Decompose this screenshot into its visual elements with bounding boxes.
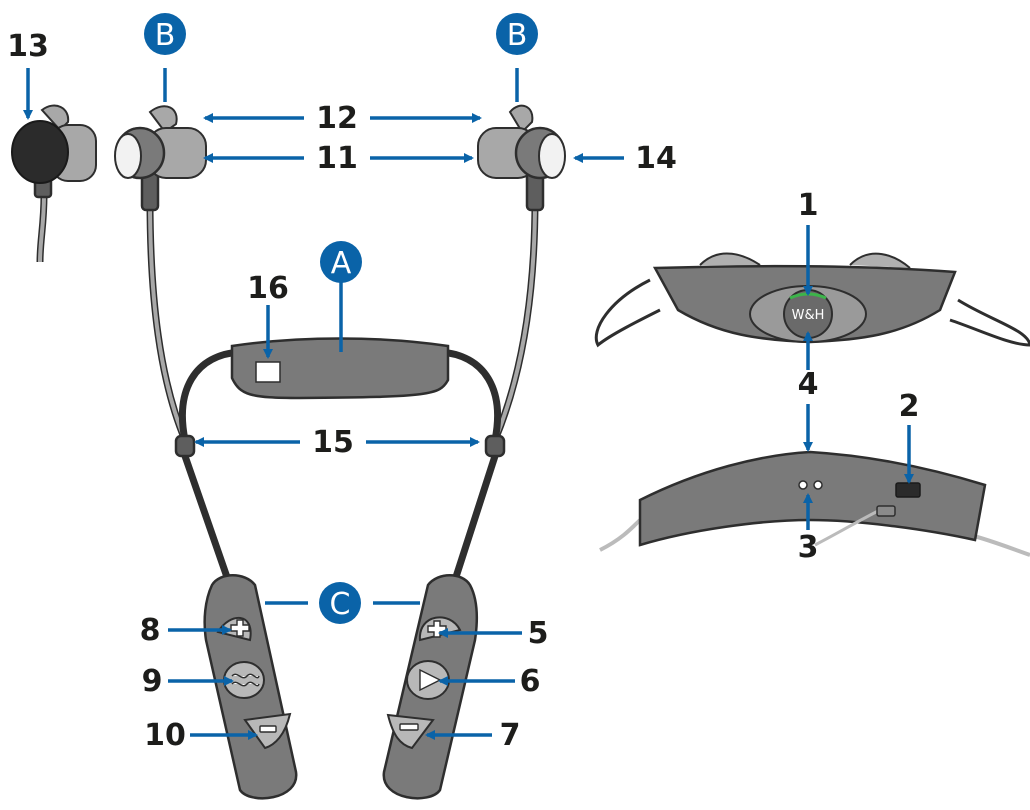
left-remote bbox=[205, 575, 297, 798]
ear-cap bbox=[539, 134, 565, 178]
label-12: 12 bbox=[316, 101, 358, 136]
ear-cap bbox=[115, 134, 141, 178]
label-2: 2 bbox=[899, 389, 920, 424]
right-cable-slider bbox=[486, 436, 504, 456]
brand-logo: W&H bbox=[792, 308, 825, 323]
badge-c-text: C bbox=[330, 587, 351, 622]
microphone-hole bbox=[799, 481, 807, 489]
label-15: 15 bbox=[312, 425, 354, 460]
badge-b-right-text: B bbox=[507, 18, 528, 53]
label-6: 6 bbox=[520, 664, 541, 699]
label-14: 14 bbox=[635, 141, 677, 176]
label-9: 9 bbox=[142, 664, 163, 699]
label-11: 11 bbox=[316, 141, 358, 176]
neckband-top-view: W&H bbox=[596, 253, 1030, 345]
badge-a-text: A bbox=[331, 246, 352, 281]
badge-b-left-text: B bbox=[155, 18, 176, 53]
label-4: 4 bbox=[798, 367, 819, 402]
microphone-hole bbox=[814, 481, 822, 489]
right-remote bbox=[384, 575, 477, 798]
left-earbud bbox=[115, 106, 206, 440]
usb-port bbox=[896, 483, 920, 497]
badge-b-right: B bbox=[496, 13, 538, 55]
label-3: 3 bbox=[798, 530, 819, 565]
label-10: 10 bbox=[144, 718, 186, 753]
label-13: 13 bbox=[7, 29, 49, 64]
spare-earbud bbox=[12, 106, 96, 262]
badge-c: C bbox=[319, 582, 361, 624]
left-cable-slider bbox=[176, 436, 194, 456]
ear-tip bbox=[12, 121, 68, 183]
label-area bbox=[256, 362, 280, 382]
label-16: 16 bbox=[247, 271, 289, 306]
label-1: 1 bbox=[798, 188, 819, 223]
label-7: 7 bbox=[500, 718, 521, 753]
label-8: 8 bbox=[140, 613, 161, 648]
usb-plug bbox=[877, 506, 895, 516]
label-5: 5 bbox=[528, 616, 549, 651]
badge-b-left: B bbox=[144, 13, 186, 55]
badge-a: A bbox=[320, 241, 362, 283]
